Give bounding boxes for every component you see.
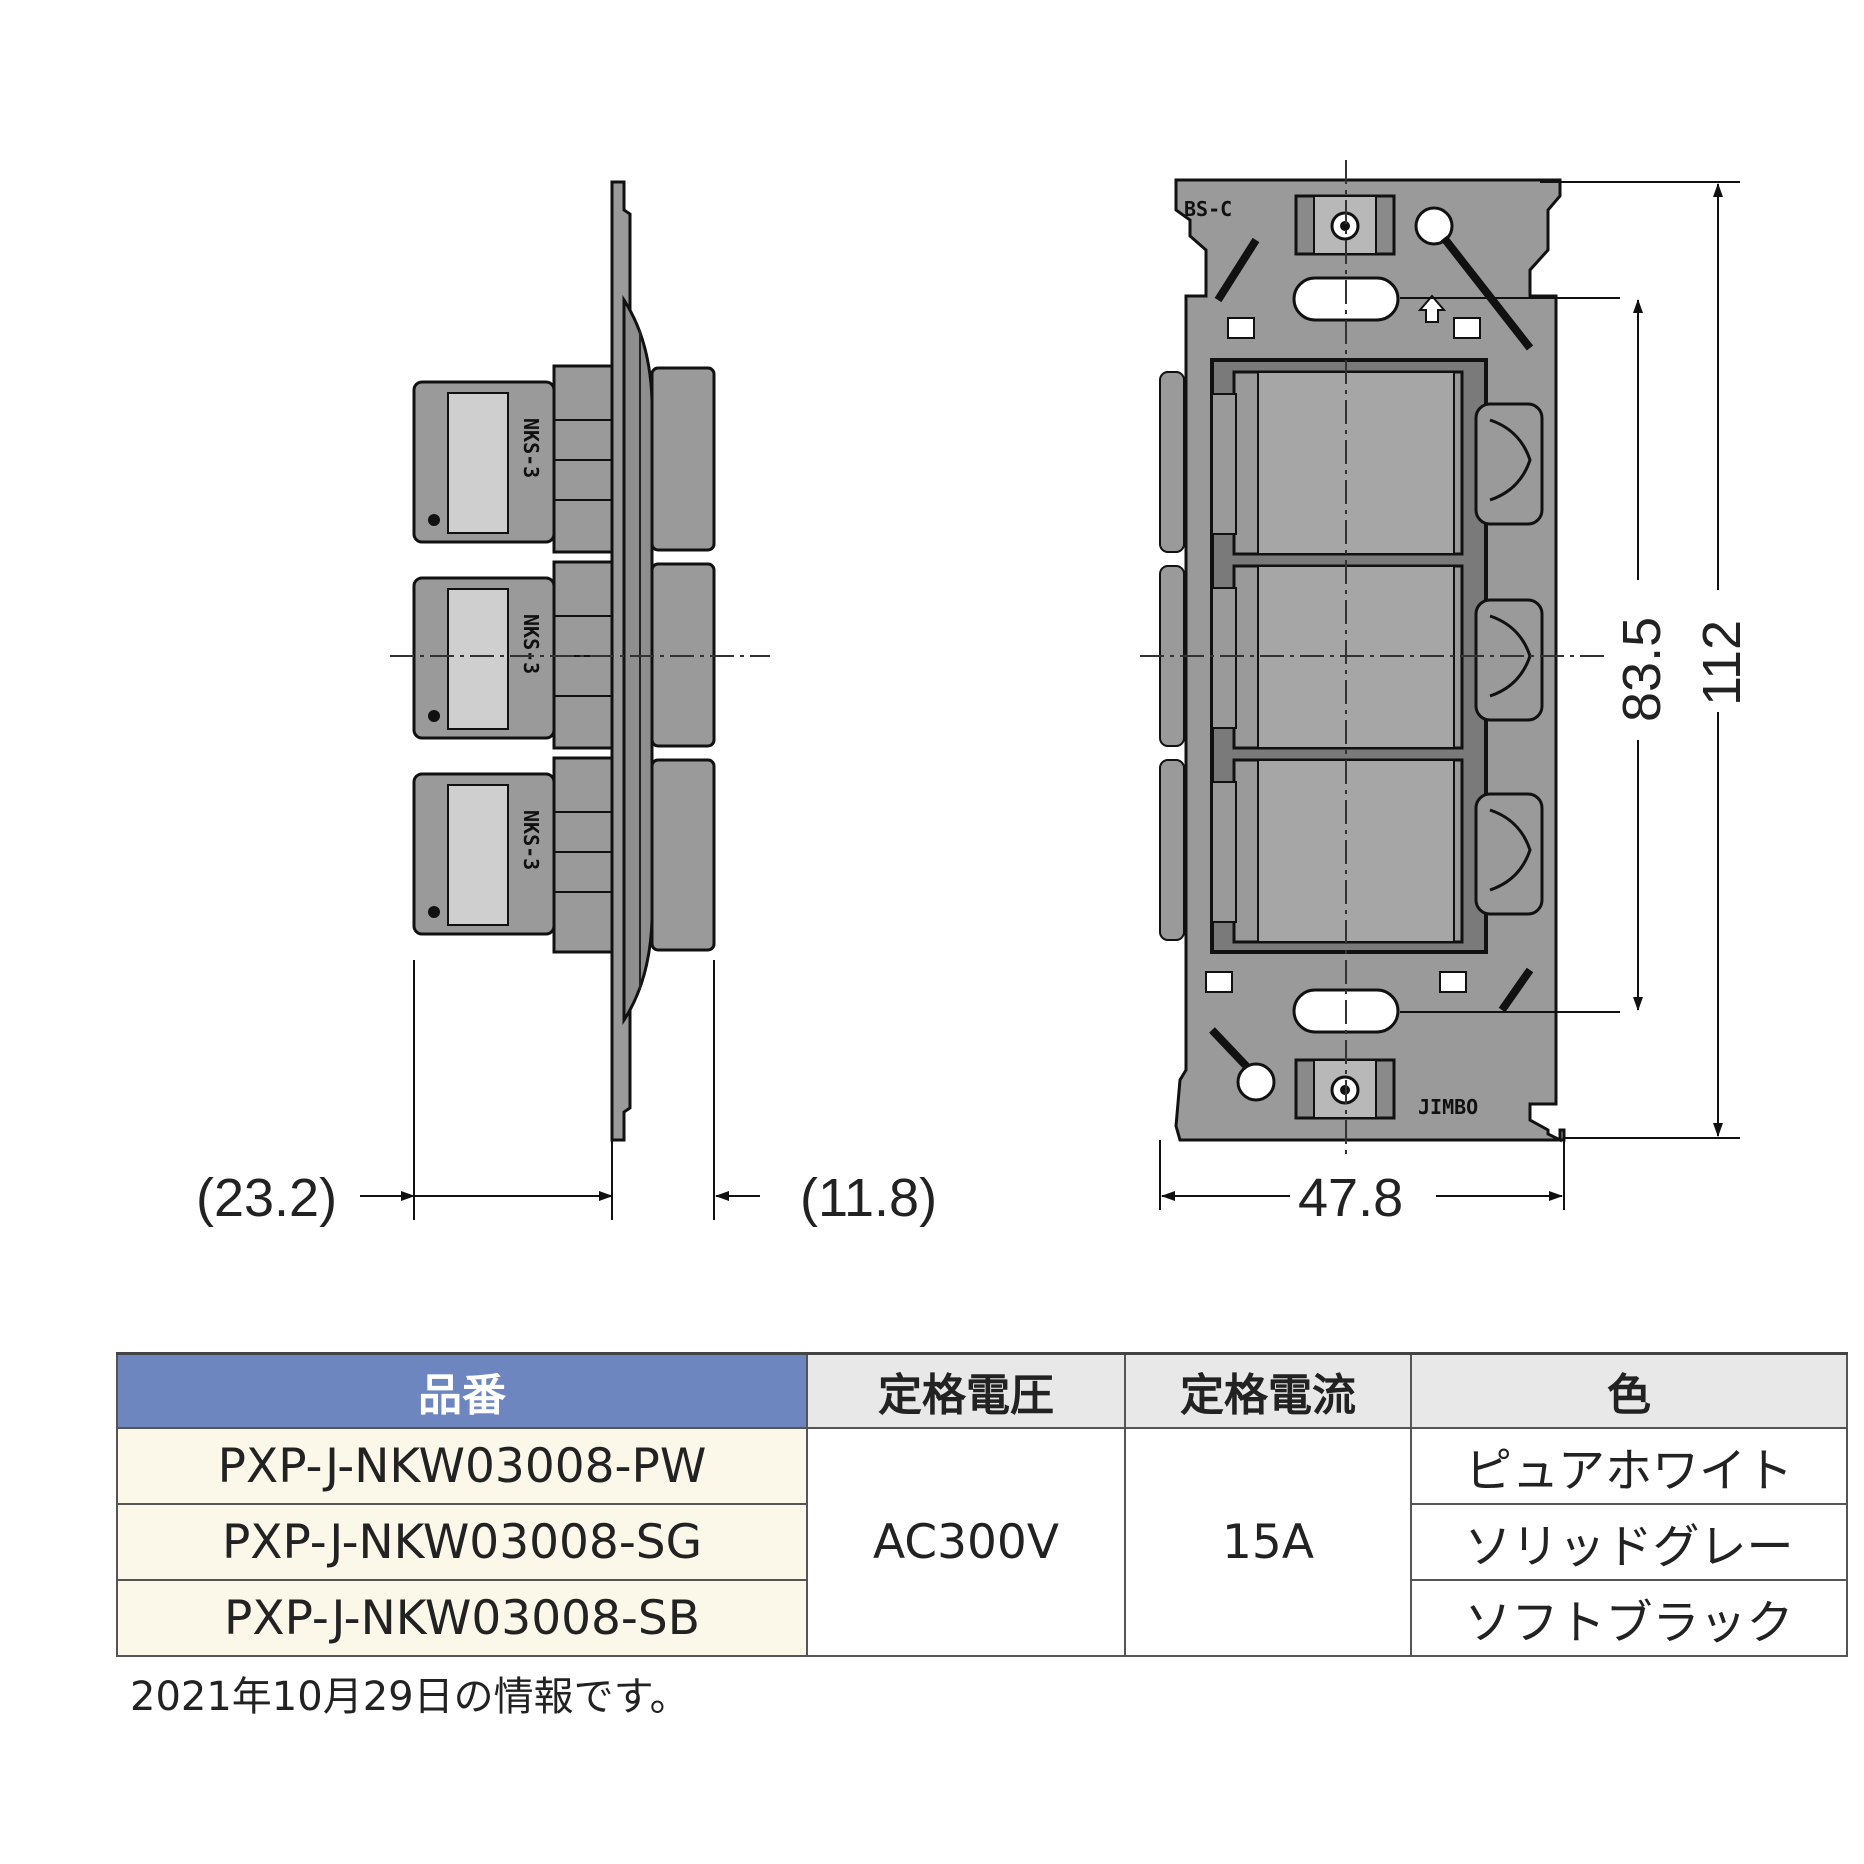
color-cell: ピュアホワイト bbox=[1410, 1427, 1848, 1505]
color-cell: ソフトブラック bbox=[1410, 1579, 1848, 1657]
dim-right-label: (11.8) bbox=[800, 1168, 937, 1228]
frame-mark: BS-C bbox=[1184, 197, 1232, 221]
side-view: NKS-3 NKS-3 NKS-3 bbox=[196, 180, 937, 1228]
header-part-number: 品番 bbox=[116, 1352, 808, 1429]
rated-voltage-cell: AC300V bbox=[806, 1427, 1126, 1657]
technical-drawing: NKS-3 NKS-3 NKS-3 bbox=[196, 160, 1752, 1228]
header-rated-current: 定格電流 bbox=[1124, 1352, 1412, 1429]
header-rated-voltage: 定格電圧 bbox=[806, 1352, 1126, 1429]
dim-left-label: (23.2) bbox=[196, 1168, 337, 1228]
rated-current-cell: 15A bbox=[1124, 1427, 1412, 1657]
dim-pitch-label: 83.5 bbox=[1612, 617, 1672, 722]
spec-table: 品番 定格電圧 定格電流 色 PXP-J-NKW03008-PW AC300V … bbox=[116, 1352, 1848, 1657]
switch-module-top bbox=[1211, 370, 1544, 556]
part-number-cell: PXP-J-NKW03008-SB bbox=[116, 1579, 808, 1657]
maker-mark: JIMBO bbox=[1418, 1095, 1478, 1119]
front-view: BS-C bbox=[1140, 160, 1752, 1228]
table-row: PXP-J-NKW03008-SG ソリッドグレー bbox=[116, 1503, 1848, 1581]
header-color: 色 bbox=[1410, 1352, 1848, 1429]
part-number-cell: PXP-J-NKW03008-PW bbox=[116, 1427, 808, 1505]
part-number-cell: PXP-J-NKW03008-SG bbox=[116, 1503, 808, 1581]
table-row: PXP-J-NKW03008-SB ソフトブラック bbox=[116, 1579, 1848, 1657]
module-bottom: NKS-3 bbox=[412, 756, 716, 954]
module-label: NKS-3 bbox=[519, 810, 543, 870]
dim-width-label: 47.8 bbox=[1298, 1168, 1403, 1228]
spec-table-header: 品番 定格電圧 定格電流 色 bbox=[116, 1352, 1848, 1429]
module-label: NKS-3 bbox=[519, 614, 543, 674]
cover-plate bbox=[622, 294, 654, 1026]
switch-module-bottom bbox=[1211, 758, 1544, 944]
color-cell: ソリッドグレー bbox=[1410, 1503, 1848, 1581]
module-top: NKS-3 bbox=[412, 364, 716, 554]
dim-height-label: 112 bbox=[1692, 620, 1752, 706]
module-label: NKS-3 bbox=[519, 418, 543, 478]
date-footnote: 2021年10月29日の情報です。 bbox=[130, 1674, 690, 1720]
table-row: PXP-J-NKW03008-PW AC300V 15A ピュアホワイト bbox=[116, 1427, 1848, 1657]
